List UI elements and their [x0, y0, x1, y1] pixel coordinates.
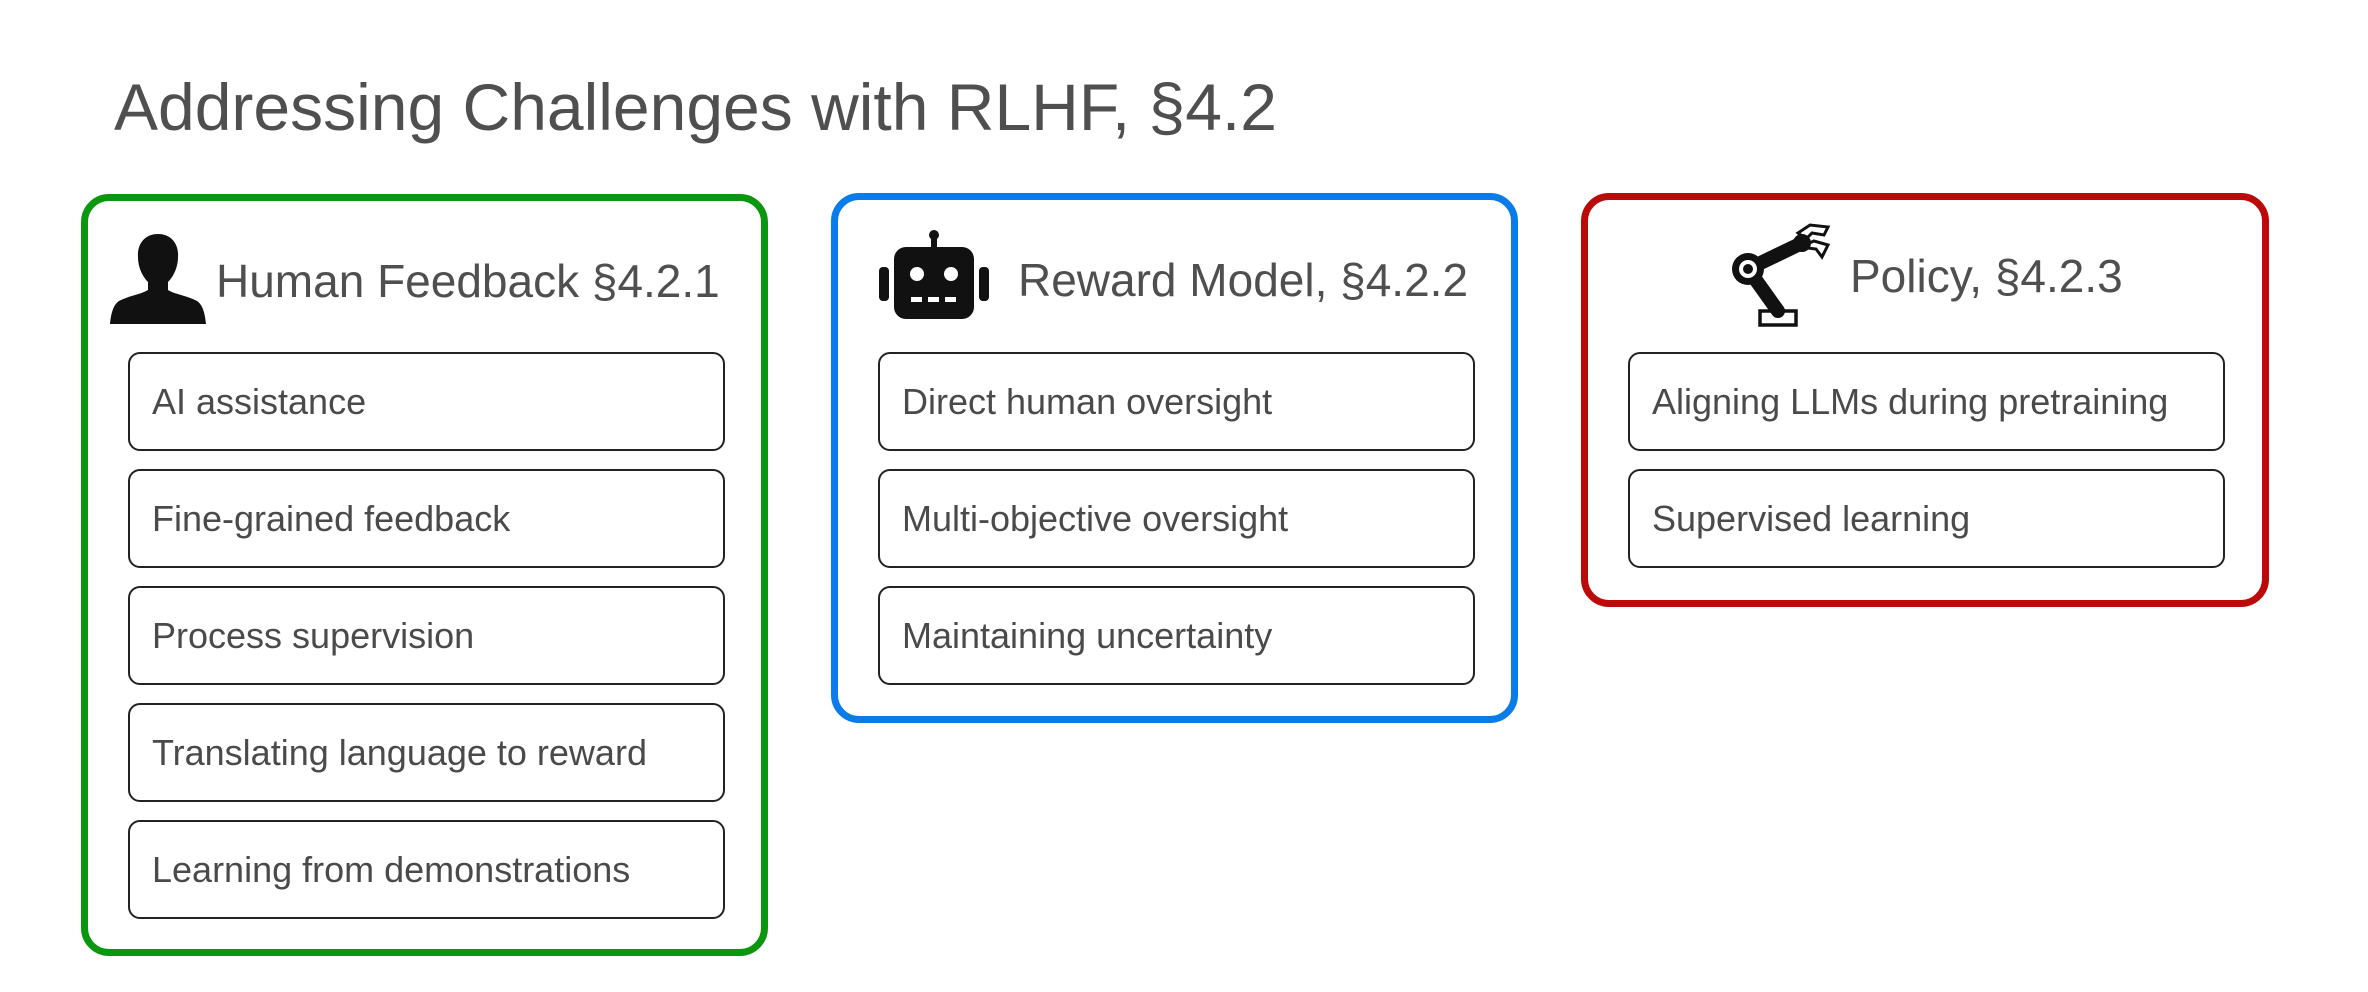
panel-human-feedback: Human Feedback §4.2.1 AI assistance Fine… — [81, 194, 768, 956]
robot-head-icon — [876, 229, 992, 321]
panel-title-reward-model: Reward Model, §4.2.2 — [1018, 254, 1469, 306]
list-item: Process supervision — [128, 586, 725, 685]
panel-policy: Policy, §4.2.3 Aligning LLMs during pret… — [1581, 193, 2269, 607]
robot-arm-icon — [1724, 219, 1836, 329]
list-item: Fine-grained feedback — [128, 469, 725, 568]
person-silhouette-icon — [110, 232, 206, 324]
list-item: Direct human oversight — [878, 352, 1475, 451]
list-item: Aligning LLMs during pretraining — [1628, 352, 2225, 451]
panel-reward-model: Reward Model, §4.2.2 Direct human oversi… — [831, 193, 1518, 723]
panel-title-human-feedback: Human Feedback §4.2.1 — [216, 255, 720, 307]
list-item: Multi-objective oversight — [878, 469, 1475, 568]
list-item: Supervised learning — [1628, 469, 2225, 568]
panel-title-policy: Policy, §4.2.3 — [1850, 250, 2123, 302]
list-item: AI assistance — [128, 352, 725, 451]
list-item: Translating language to reward — [128, 703, 725, 802]
list-item: Learning from demonstrations — [128, 820, 725, 919]
list-item: Maintaining uncertainty — [878, 586, 1475, 685]
page-title: Addressing Challenges with RLHF, §4.2 — [114, 70, 1277, 144]
